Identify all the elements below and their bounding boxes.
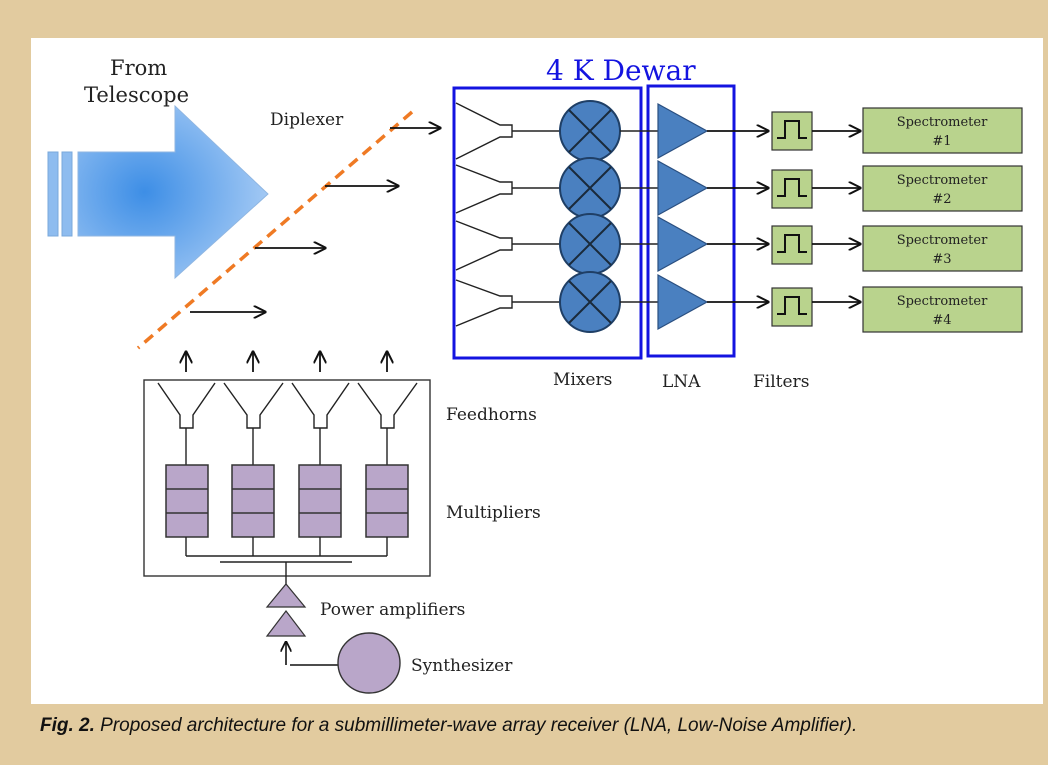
lna-4	[657, 273, 709, 331]
mixer-dewar-box	[452, 86, 643, 360]
spectrometer-3-name: Spectrometer	[897, 233, 988, 248]
caption-text: Proposed architecture for a submillimete…	[94, 715, 858, 736]
mixer-1	[559, 100, 621, 162]
mixers-label: Mixers	[553, 370, 612, 390]
spectrometer-3-num: #3	[932, 252, 951, 267]
spectrometers: Spectrometer #1 Spectrometer #2 Spectrom…	[862, 107, 1023, 333]
filter-2	[771, 169, 813, 209]
mixer-lna-links	[620, 130, 658, 303]
from-telescope-label-line2: Telescope	[84, 83, 189, 107]
spectrometer-1-num: #1	[932, 134, 951, 149]
lna-2	[657, 159, 709, 217]
dewar-feedhorns	[455, 102, 513, 327]
spectrometer-1-name: Spectrometer	[897, 115, 988, 130]
diplexer-label: Diplexer	[270, 110, 344, 130]
filters	[771, 111, 813, 327]
multiplier-3	[298, 464, 342, 538]
horn-mixer-links	[512, 130, 560, 303]
filters-label: Filters	[753, 372, 809, 392]
mixers	[559, 100, 621, 333]
lo-source-box	[143, 379, 431, 577]
multiplier-1	[165, 464, 209, 538]
spectrometer-box-3	[862, 225, 1023, 272]
caption-prefix: Fig. 2.	[40, 715, 95, 736]
filter-3	[771, 225, 813, 265]
feedhorns-label: Feedhorns	[446, 405, 537, 425]
dewar-label: 4 K Dewar	[546, 54, 696, 87]
spectrometer-2-name: Spectrometer	[897, 173, 988, 188]
synthesizer-label: Synthesizer	[411, 656, 513, 676]
mixer-2	[559, 157, 621, 219]
multiplier-4	[365, 464, 409, 538]
lna-label: LNA	[662, 372, 701, 392]
spectrometer-2-num: #2	[932, 192, 951, 207]
from-telescope-label-line1: From	[110, 56, 167, 80]
multipliers-label: Multipliers	[446, 503, 541, 523]
lna-1	[657, 102, 709, 160]
multipliers	[165, 464, 409, 538]
lna-amplifiers	[657, 102, 709, 331]
power-amplifiers	[265, 583, 307, 637]
lo-distribution-lines	[185, 537, 388, 585]
power-amplifiers-label: Power amplifiers	[320, 600, 465, 620]
lo-output-arrows	[186, 352, 387, 372]
mixer-3	[559, 213, 621, 275]
filter-4	[771, 287, 813, 327]
multiplier-2	[231, 464, 275, 538]
lo-feedhorns	[157, 382, 418, 429]
spectrometer-box-1	[862, 107, 1023, 154]
lna-dewar-box	[646, 84, 736, 358]
telescope-beam-arrow	[47, 104, 269, 280]
synth-connection	[286, 642, 338, 666]
synthesizer	[337, 632, 401, 694]
filter-1	[771, 111, 813, 151]
horn-multiplier-links	[185, 428, 388, 465]
lna-filter-arrows	[707, 131, 768, 302]
figure-caption: Fig. 2. Proposed architecture for a subm…	[40, 715, 1040, 755]
spectrometer-box-2	[862, 165, 1023, 212]
spectrometer-4-num: #4	[932, 313, 951, 328]
beam-arrows	[190, 128, 440, 312]
power-amp-1	[265, 583, 307, 608]
spectrometer-box-4	[862, 286, 1023, 333]
spectrometer-4-name: Spectrometer	[897, 294, 988, 309]
lna-3	[657, 215, 709, 273]
mixer-4	[559, 271, 621, 333]
diplexer-line	[136, 110, 414, 350]
power-amp-2	[265, 610, 307, 637]
filter-spectrometer-arrows	[812, 131, 860, 302]
